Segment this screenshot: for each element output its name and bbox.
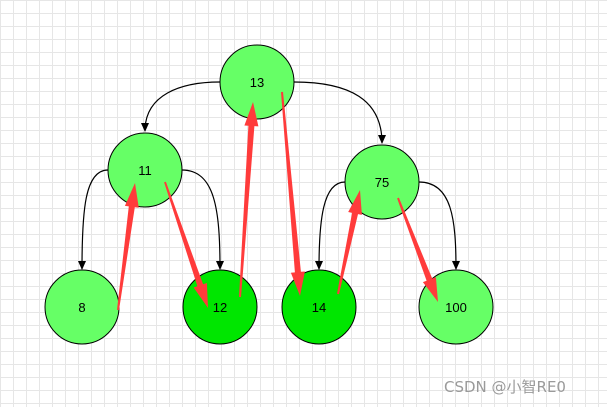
- node-12: 12: [182, 269, 258, 345]
- edge-75-100: [418, 181, 460, 270]
- node-13: 13: [219, 44, 295, 120]
- node-75: 75: [344, 144, 420, 220]
- traversal-arrow-8-11: [117, 183, 139, 311]
- edges-layer: [78, 81, 460, 270]
- node-8: 8: [44, 269, 120, 345]
- edge-11-12: [181, 169, 224, 270]
- traversal-arrow-12-13: [239, 102, 259, 298]
- node-circle: [107, 132, 183, 208]
- node-label: 14: [312, 300, 326, 315]
- node-label: 100: [445, 300, 467, 315]
- node-circle: [418, 269, 494, 345]
- edge-13-75: [293, 81, 386, 144]
- node-14: 14: [281, 269, 357, 345]
- node-label: 11: [138, 163, 152, 178]
- watermark: CSDN @小智RE0: [444, 378, 566, 396]
- traversal-arrow-14-75: [337, 190, 362, 295]
- edge-11-8: [78, 169, 109, 270]
- node-circle: [344, 144, 420, 220]
- node-circle: [219, 44, 295, 120]
- traversal-arrow-13-14: [281, 91, 305, 297]
- node-label: 12: [213, 300, 227, 315]
- edge-13-11: [141, 81, 221, 132]
- node-label: 75: [375, 175, 389, 190]
- traversal-arrow-75-100: [397, 197, 438, 302]
- node-label: 8: [78, 300, 85, 315]
- edge-75-14: [315, 181, 346, 270]
- traversal-arrow-11-12: [164, 181, 208, 308]
- nodes-layer: 13 11 75 8 12 14 100: [44, 44, 494, 345]
- node-label: 13: [250, 75, 264, 90]
- traversal-arrows-layer: [117, 91, 438, 311]
- node-100: 100: [418, 269, 494, 345]
- node-11: 11: [107, 132, 183, 208]
